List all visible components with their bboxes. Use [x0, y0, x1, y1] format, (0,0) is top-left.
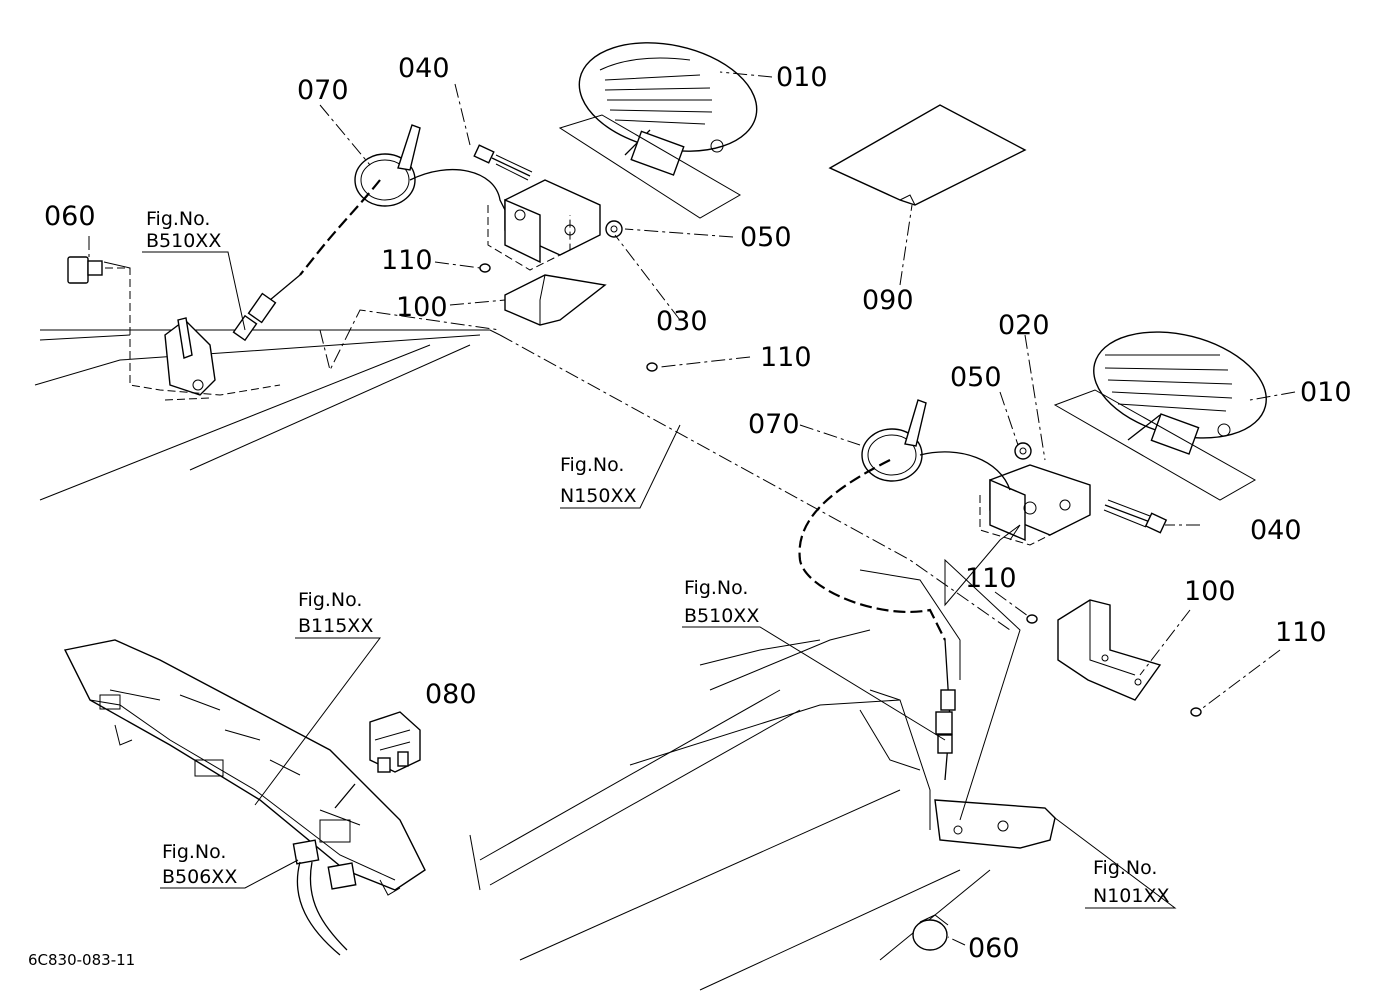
- part-050-right: 050: [950, 362, 1002, 393]
- sheet-090: [828, 104, 1027, 206]
- cable-tie-right: [861, 399, 927, 482]
- figref-b115: B115XX: [298, 615, 373, 637]
- part-110-right-a: 110: [965, 563, 1017, 594]
- part-110-top-b: 110: [760, 342, 812, 373]
- part-110-top-a: 110: [381, 245, 433, 276]
- console-wiring: [292, 783, 357, 956]
- lamp-footprints: [558, 114, 1257, 501]
- plate-right: [1057, 599, 1162, 701]
- screws: [479, 263, 1202, 717]
- plug-bottom: [912, 914, 949, 951]
- figref-b506: B506XX: [162, 866, 237, 888]
- figref-b510-mid-caption: Fig.No.: [684, 577, 748, 599]
- figref-b510-top: B510XX: [146, 230, 221, 252]
- part-070-top: 070: [297, 75, 349, 106]
- part-110-right-b: 110: [1275, 617, 1327, 648]
- figref-n150: N150XX: [560, 485, 637, 507]
- part-010-top: 010: [776, 62, 828, 93]
- part-040-right: 040: [1250, 515, 1302, 546]
- switch-console: [63, 639, 426, 896]
- part-labels: 010 040 070 060 050 110 100 030 110 090 …: [44, 53, 1352, 964]
- work-lamp-right: [1093, 331, 1267, 455]
- figref-n101-caption: Fig.No.: [1093, 857, 1157, 879]
- work-lamp-top: [578, 42, 758, 176]
- lower-mount-plate: [934, 799, 1056, 849]
- figref-b115-caption: Fig.No.: [298, 589, 362, 611]
- part-030: 030: [656, 306, 708, 337]
- part-100-top: 100: [396, 292, 448, 323]
- bolt-right: [1103, 499, 1168, 534]
- figref-b506-caption: Fig.No.: [162, 841, 226, 863]
- figref-b510-mid: B510XX: [684, 605, 759, 627]
- roof-frame-lines: [34, 309, 1011, 991]
- bracket-right: [979, 464, 1091, 546]
- part-040-top: 040: [398, 53, 450, 84]
- bracket-top: [487, 179, 601, 271]
- plug-top-left: [67, 256, 131, 284]
- part-080: 080: [425, 679, 477, 710]
- connectors: [232, 292, 956, 754]
- figref-b510-top-caption: Fig.No.: [146, 208, 210, 230]
- part-070-right: 070: [748, 409, 800, 440]
- part-060-bottom: 060: [968, 933, 1020, 964]
- cable-tie-top: [354, 124, 421, 207]
- nut-top: [605, 220, 623, 238]
- part-100-right: 100: [1184, 576, 1236, 607]
- plate-top: [504, 274, 607, 326]
- diagram-code: 6C830-083-11: [28, 951, 135, 969]
- part-060-top: 060: [44, 201, 96, 232]
- part-090: 090: [862, 285, 914, 316]
- part-010-right: 010: [1300, 377, 1352, 408]
- part-050-top: 050: [740, 222, 792, 253]
- part-020: 020: [998, 310, 1050, 341]
- bolt-top: [473, 144, 533, 181]
- left-bracket: [105, 267, 281, 401]
- figref-n150-caption: Fig.No.: [560, 454, 624, 476]
- figref-n101: N101XX: [1093, 885, 1170, 907]
- switch-080: [369, 711, 421, 773]
- figure-references: Fig.No. B510XX Fig.No. N150XX Fig.No. B1…: [146, 208, 1170, 907]
- leader-lines: [88, 71, 1296, 946]
- nut-right: [1014, 442, 1032, 460]
